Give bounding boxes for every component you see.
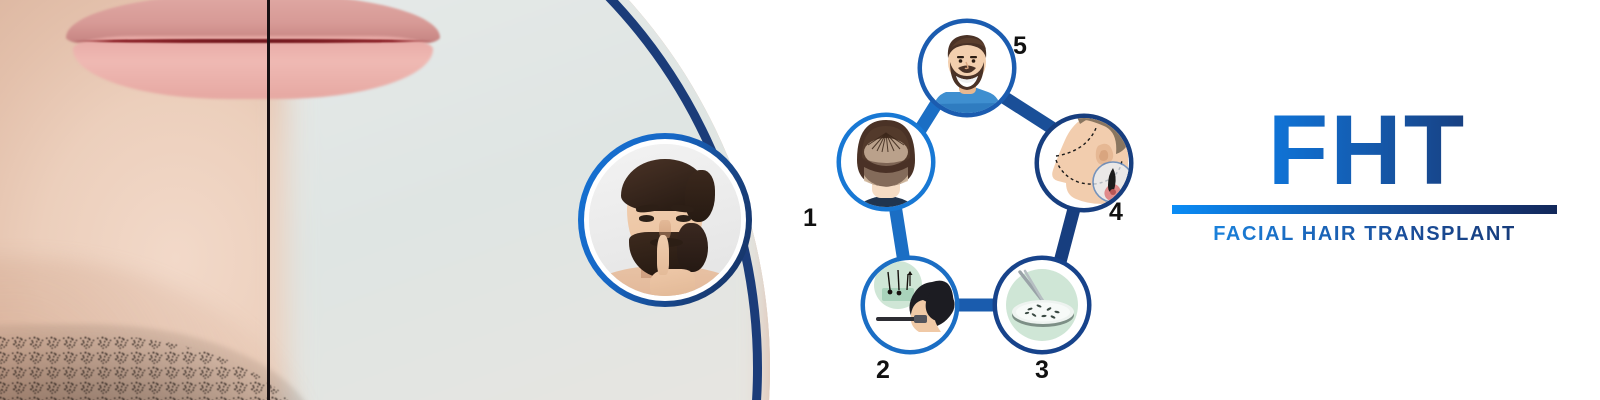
logo-tagline: FACIAL HAIR TRANSPLANT [1172,223,1557,246]
process-step-4 [1034,113,1134,213]
portrait-eye-left [639,215,655,222]
lower-lip [73,36,433,100]
logo-wordmark: FHT [1172,100,1562,199]
step-number-1: 1 [803,204,817,232]
bearded-man-shh-portrait [578,133,752,307]
portrait-shh-finger [657,235,669,275]
portrait-hand [649,268,696,296]
process-step-3 [992,255,1092,355]
portrait-hair-side [684,169,716,222]
before-after-divider [267,0,270,400]
process-step-2 [860,255,960,355]
lip-line [69,38,437,44]
process-step-5 [917,18,1017,118]
fht-logo: FHT FACIAL HAIR TRANSPLANT [1172,100,1562,280]
process-diagram: 1 2 3 4 5 [780,0,1160,400]
logo-divider-bar [1172,205,1557,214]
step-number-5: 5 [1013,32,1027,60]
process-step-1 [836,112,936,212]
portrait-white-gap [584,139,746,301]
before-after-section [0,0,790,400]
portrait-beard-side [677,223,708,272]
lips [66,0,440,100]
portrait-photo [589,144,741,296]
step-number-2: 2 [876,356,890,384]
step-number-4: 4 [1109,198,1123,226]
step-number-3: 3 [1035,356,1049,384]
portrait-eye-right [675,215,691,222]
process-diagram-svg [836,18,1134,355]
